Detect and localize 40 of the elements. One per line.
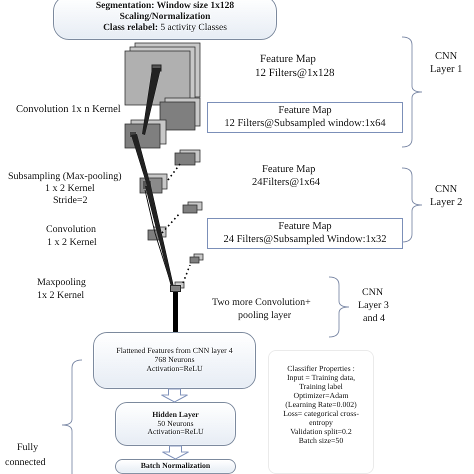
caption: Feature Map: [260, 53, 316, 66]
layer-label: Layer 3: [358, 300, 389, 312]
operation-label: Maxpooling: [37, 277, 86, 288]
box-heading: Feature Map: [278, 221, 332, 234]
operation-label: pooling layer: [238, 310, 292, 322]
layer-label: and 4: [363, 313, 385, 324]
box-text: Scaling/Normalization: [120, 12, 210, 23]
operation-label: Convolution 1x n Kernel: [16, 104, 121, 116]
operation-label: 1 x 2 Kernel: [45, 183, 95, 194]
preprocessing-box: [53, 0, 277, 40]
hidden-layer-box: [115, 402, 236, 446]
layer-label: CNN: [362, 287, 384, 298]
feature-map-box: [207, 102, 403, 133]
feature-map-box: [207, 218, 403, 249]
feature-map-block: [170, 285, 181, 292]
box-text: 24 Filters@Subsampled Window:1x32: [223, 234, 387, 246]
batch-normalization-box: [115, 459, 236, 474]
box-text: 12 Filters@Subsampled window:1x64: [224, 118, 386, 130]
operation-label: Convolution: [46, 224, 96, 236]
operation-label: Stride=2: [53, 195, 88, 206]
flatten-layer-box: [93, 332, 256, 389]
operation-label: 1x 2 Kernel: [37, 290, 84, 302]
caption: 24Filters@1x64: [252, 177, 320, 190]
connector-bar: [173, 292, 178, 332]
operation-label: Two more Convolution+: [212, 297, 311, 308]
layer-label: Layer 2: [430, 197, 462, 210]
layer-label: CNN: [435, 184, 458, 196]
box-heading: Feature Map: [278, 105, 332, 118]
caption: 12 Filters@1x128: [255, 67, 334, 80]
block-arrow: [162, 446, 189, 460]
layer-label: Fully: [17, 442, 38, 454]
operation-label: Subsampling (Max-pooling): [8, 171, 122, 182]
operation-label: 1 x 2 Kernel: [47, 237, 97, 248]
box-text: Class relabel: 5 activity Classes: [103, 22, 227, 34]
layer-label: CNN: [435, 51, 458, 64]
caption: Feature Map: [262, 164, 316, 176]
layer-label: Layer 1: [430, 64, 462, 76]
box-text: Segmentation: Window size 1x128: [96, 1, 234, 12]
block-arrow: [161, 388, 188, 403]
layer-label: connected: [5, 457, 46, 468]
